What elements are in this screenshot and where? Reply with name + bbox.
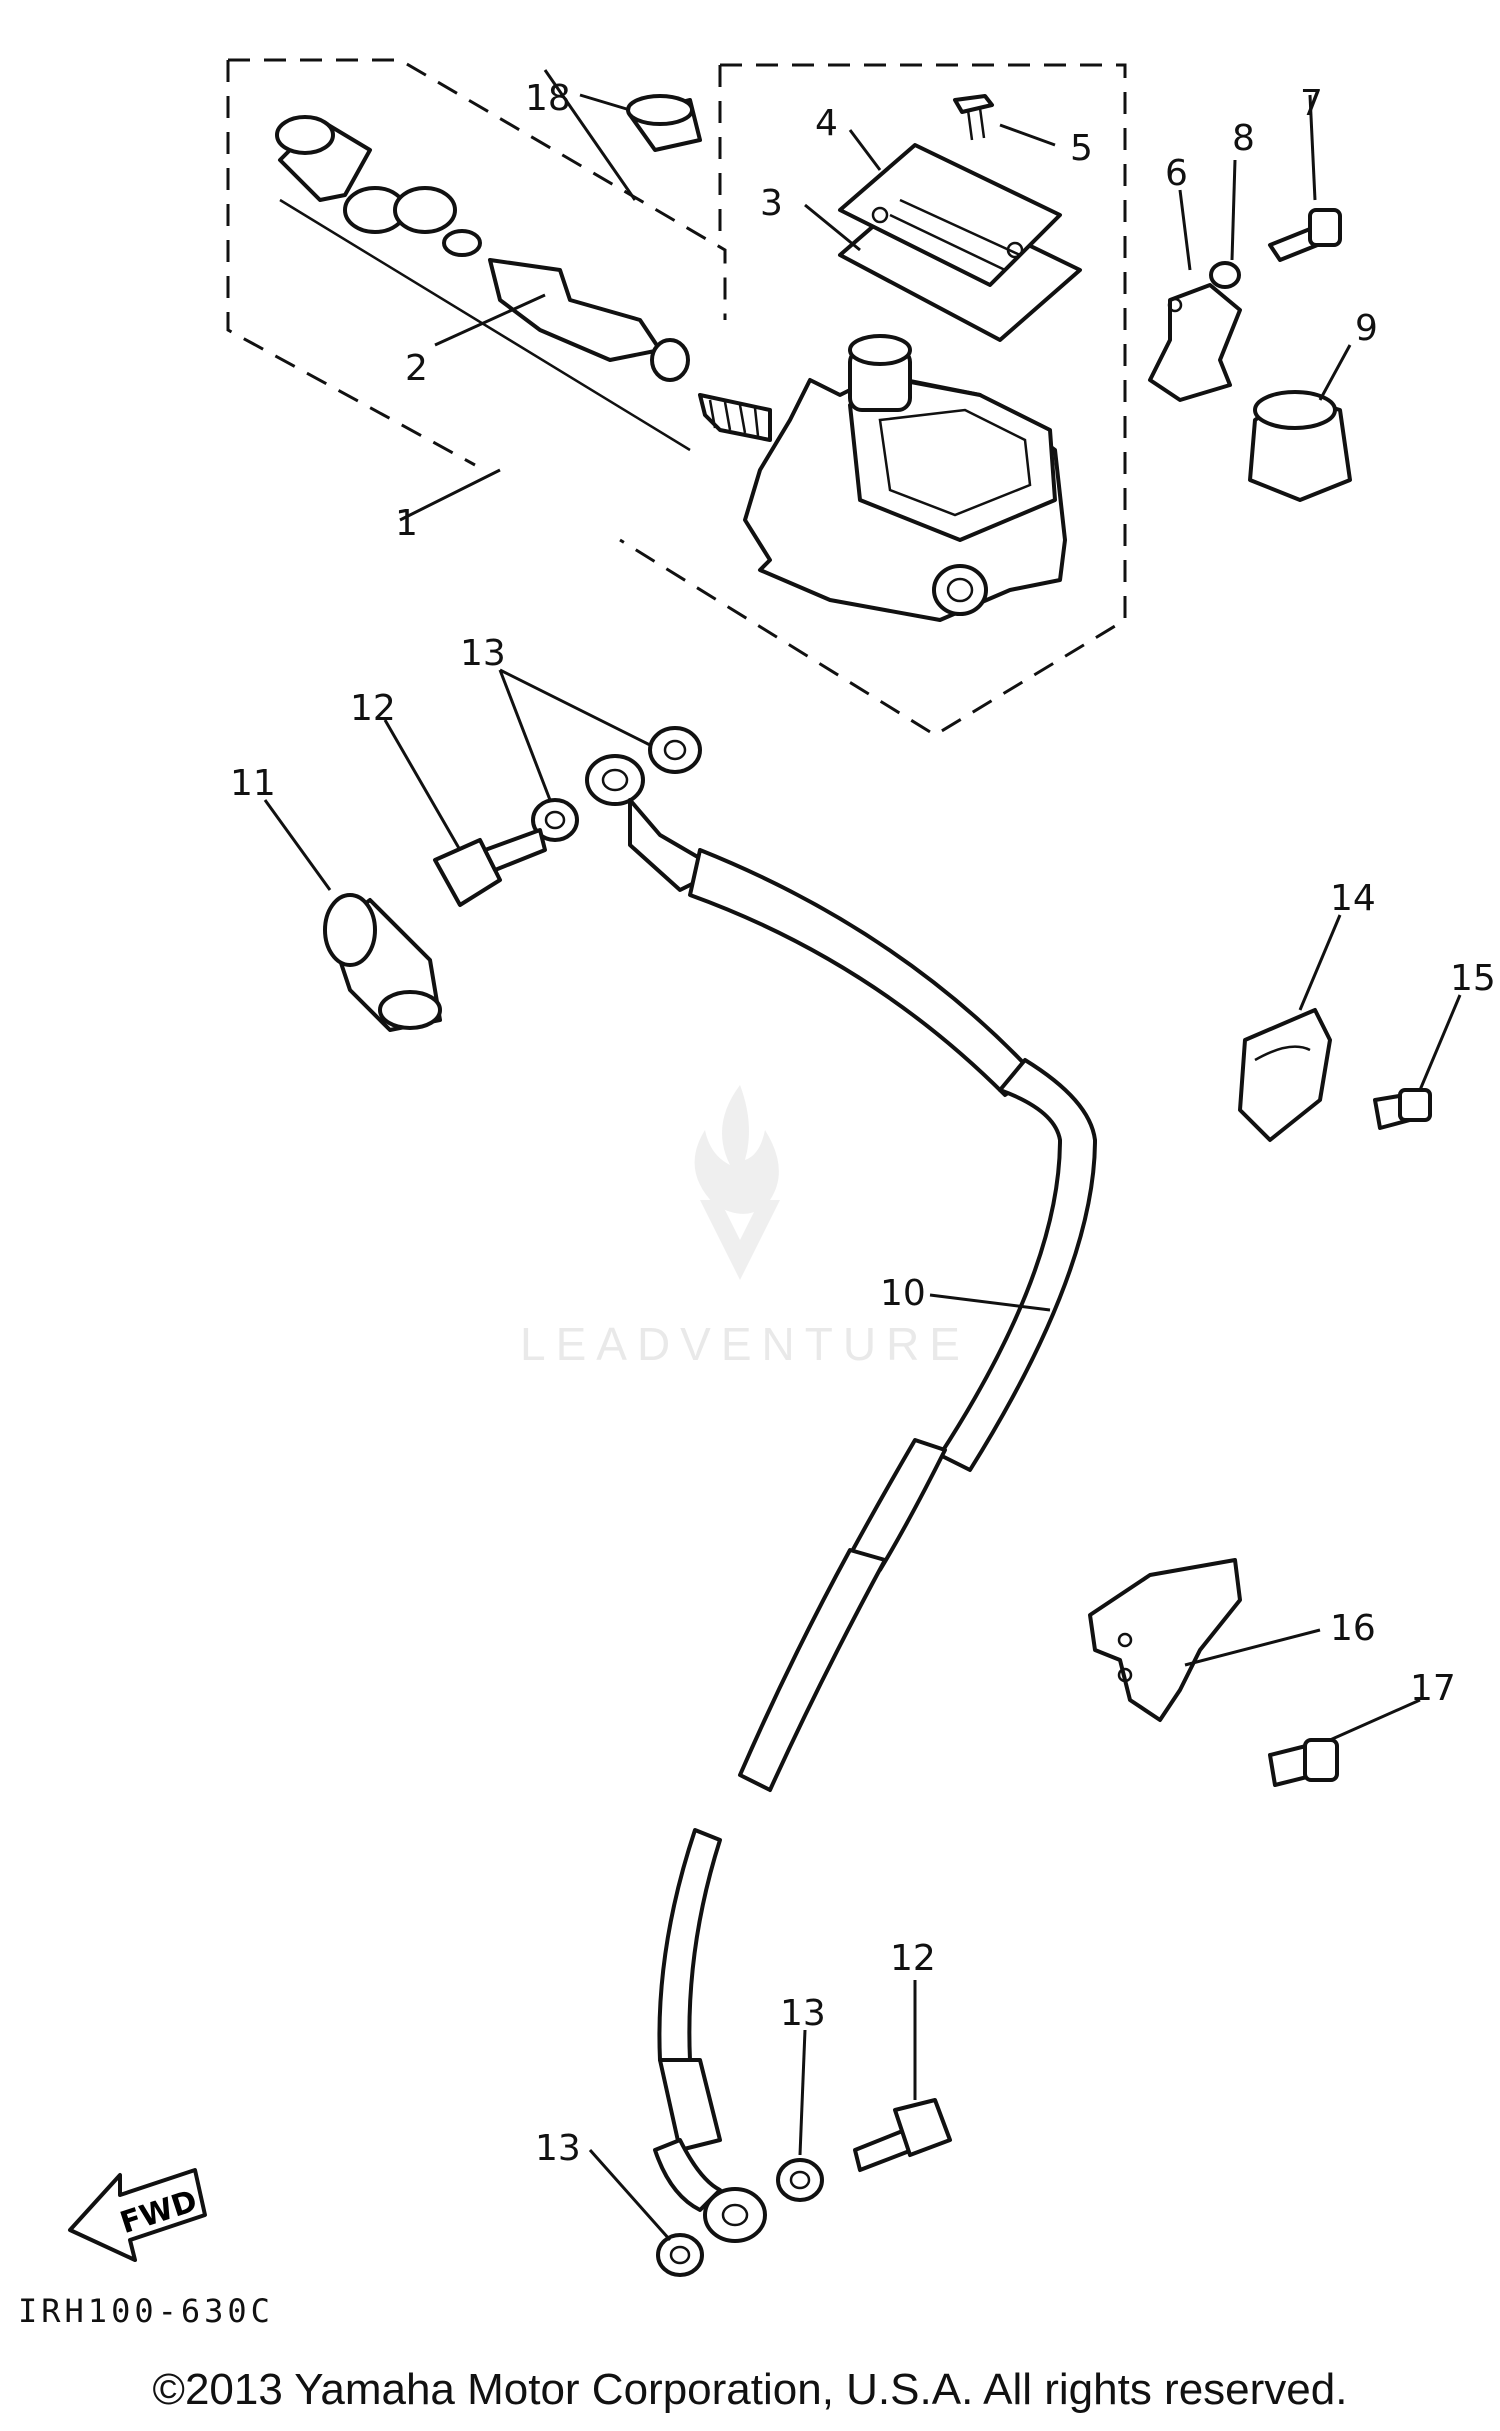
callout-13-top: 13 (460, 633, 506, 674)
callout-6: 6 (1165, 153, 1188, 194)
watermark-text: LEADVENTURE (520, 1318, 970, 1370)
callout-12-top: 12 (350, 688, 396, 729)
fwd-arrow-icon: FWD (68, 2168, 207, 2262)
callout-18: 18 (525, 78, 571, 119)
callout-2: 2 (405, 348, 428, 389)
callout-9: 9 (1355, 308, 1378, 349)
callout-10: 10 (880, 1273, 926, 1314)
copyright-notice: ©2013 Yamaha Motor Corporation, U.S.A. A… (152, 2365, 1348, 2414)
fasteners (323, 726, 952, 2277)
callout-3: 3 (760, 183, 783, 224)
callout-1: 1 (395, 503, 418, 544)
brake-hose (585, 754, 1097, 2243)
callout-5: 5 (1070, 128, 1093, 169)
holder-parts (1148, 208, 1352, 502)
callout-4: 4 (815, 103, 838, 144)
master-cylinder-body (743, 334, 1067, 622)
callout-12-bottom: 12 (890, 1938, 936, 1979)
leadventure-watermark: LEADVENTURE (520, 1085, 970, 1370)
callout-11: 11 (230, 763, 276, 804)
callout-16: 16 (1330, 1608, 1376, 1649)
part-18 (626, 94, 702, 152)
piston-kit (275, 115, 772, 452)
callout-15: 15 (1450, 958, 1496, 999)
callout-labels: 1 2 3 4 5 6 7 8 9 10 11 12 12 13 13 13 1… (230, 78, 1496, 2169)
diagram-code: IRH100-630C (18, 2292, 274, 2330)
callout-8: 8 (1232, 118, 1255, 159)
callout-13-middle: 13 (780, 1993, 826, 2034)
reservoir-cap-parts (838, 94, 1082, 342)
callout-13-bottom: 13 (535, 2128, 581, 2169)
assembly-outline (226, 58, 1127, 737)
callout-14: 14 (1330, 878, 1376, 919)
hose-clamp (1238, 1008, 1432, 1142)
hose-guide (1088, 1558, 1339, 1787)
callout-17: 17 (1410, 1668, 1456, 1709)
callout-7: 7 (1300, 83, 1323, 124)
leader-lines (263, 69, 1462, 2241)
